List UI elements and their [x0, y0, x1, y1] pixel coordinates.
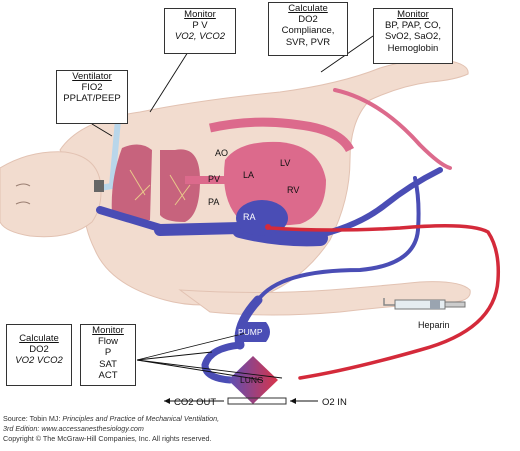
oxygenator-icon: [228, 356, 278, 404]
monitor-right-line3: Hemoglobin: [387, 42, 439, 54]
label-ao: AO: [215, 148, 228, 158]
ventilator-box: Ventilator FIO2 PPLAT/PEEP: [56, 70, 128, 124]
monitor-bottom-line1: Flow: [97, 336, 119, 348]
ventilator-heading: Ventilator: [72, 71, 112, 82]
monitor-top-line1: P V: [192, 20, 208, 32]
source-prefix: Source: Tobin MJ:: [3, 414, 63, 423]
monitor-top-box: Monitor P V VO2, VCO2: [164, 8, 236, 54]
label-lv: LV: [280, 158, 290, 168]
edition-line: 3rd Edition: www.accessanesthesiology.co…: [3, 424, 144, 433]
calculate-bottom-heading: Calculate: [19, 333, 59, 344]
monitor-bottom-heading: Monitor: [92, 325, 124, 336]
heparin-syringe: [383, 298, 466, 310]
calculate-top-heading: Calculate: [288, 3, 328, 14]
monitor-bottom-line2: P: [104, 347, 112, 359]
label-heparin: Heparin: [418, 320, 450, 330]
monitor-bottom-line3: SAT: [99, 358, 117, 370]
calculate-bottom-line2: VO2 VCO2: [15, 355, 63, 367]
source-title: Principles and Practice of Mechanical Ve…: [62, 414, 220, 423]
monitor-right-line2: SvO2, SaO2,: [385, 31, 441, 43]
lungs: [111, 144, 200, 222]
monitor-bottom-line4: ACT: [98, 369, 118, 381]
label-lung: LUNG: [240, 375, 264, 385]
head: [0, 151, 102, 238]
pump-icon: [240, 322, 270, 342]
source-line: Source: Tobin MJ: Principles and Practic…: [3, 414, 219, 423]
monitor-right-box: Monitor BP, PAP, CO, SvO2, SaO2, Hemoglo…: [373, 8, 453, 64]
monitor-right-line1: BP, PAP, CO,: [385, 20, 441, 32]
monitor-right-heading: Monitor: [397, 9, 429, 20]
label-rv: RV: [287, 185, 299, 195]
edition: 3rd Edition:: [3, 424, 42, 433]
ventilator-line1: FIO2: [81, 82, 103, 94]
calculate-bottom-box: Calculate DO2 VO2 VCO2: [6, 324, 72, 386]
return-cannula: [268, 88, 501, 380]
label-co2-out: CO2 OUT: [174, 397, 216, 408]
monitor-bottom-box: Monitor Flow P SAT ACT: [80, 324, 136, 386]
label-pump: PUMP: [238, 327, 263, 337]
label-ra: RA: [243, 212, 256, 222]
label-pv: PV: [208, 174, 220, 184]
label-la: LA: [243, 170, 254, 180]
label-pa: PA: [208, 197, 219, 207]
callout-lines: [91, 35, 374, 381]
copyright-line: Copyright © The McGraw-Hill Companies, I…: [3, 434, 212, 443]
calculate-top-line1: DO2: [298, 14, 318, 26]
calculate-top-line3: SVR, PVR: [285, 36, 331, 48]
gas-line: [164, 397, 318, 405]
venous-vessels: [96, 167, 443, 384]
label-o2-in: O2 IN: [322, 397, 347, 408]
monitor-top-line2: VO2, VCO2: [174, 31, 226, 43]
monitor-top-heading: Monitor: [184, 9, 216, 20]
airway: [94, 117, 121, 192]
ventilator-line2: PPLAT/PEEP: [63, 93, 121, 105]
calculate-top-line2: Compliance,: [281, 25, 335, 37]
calculate-top-box: Calculate DO2 Compliance, SVR, PVR: [268, 2, 348, 56]
calculate-bottom-line1: DO2: [29, 344, 49, 356]
source-url[interactable]: www.accessanesthesiology.com: [41, 424, 144, 433]
